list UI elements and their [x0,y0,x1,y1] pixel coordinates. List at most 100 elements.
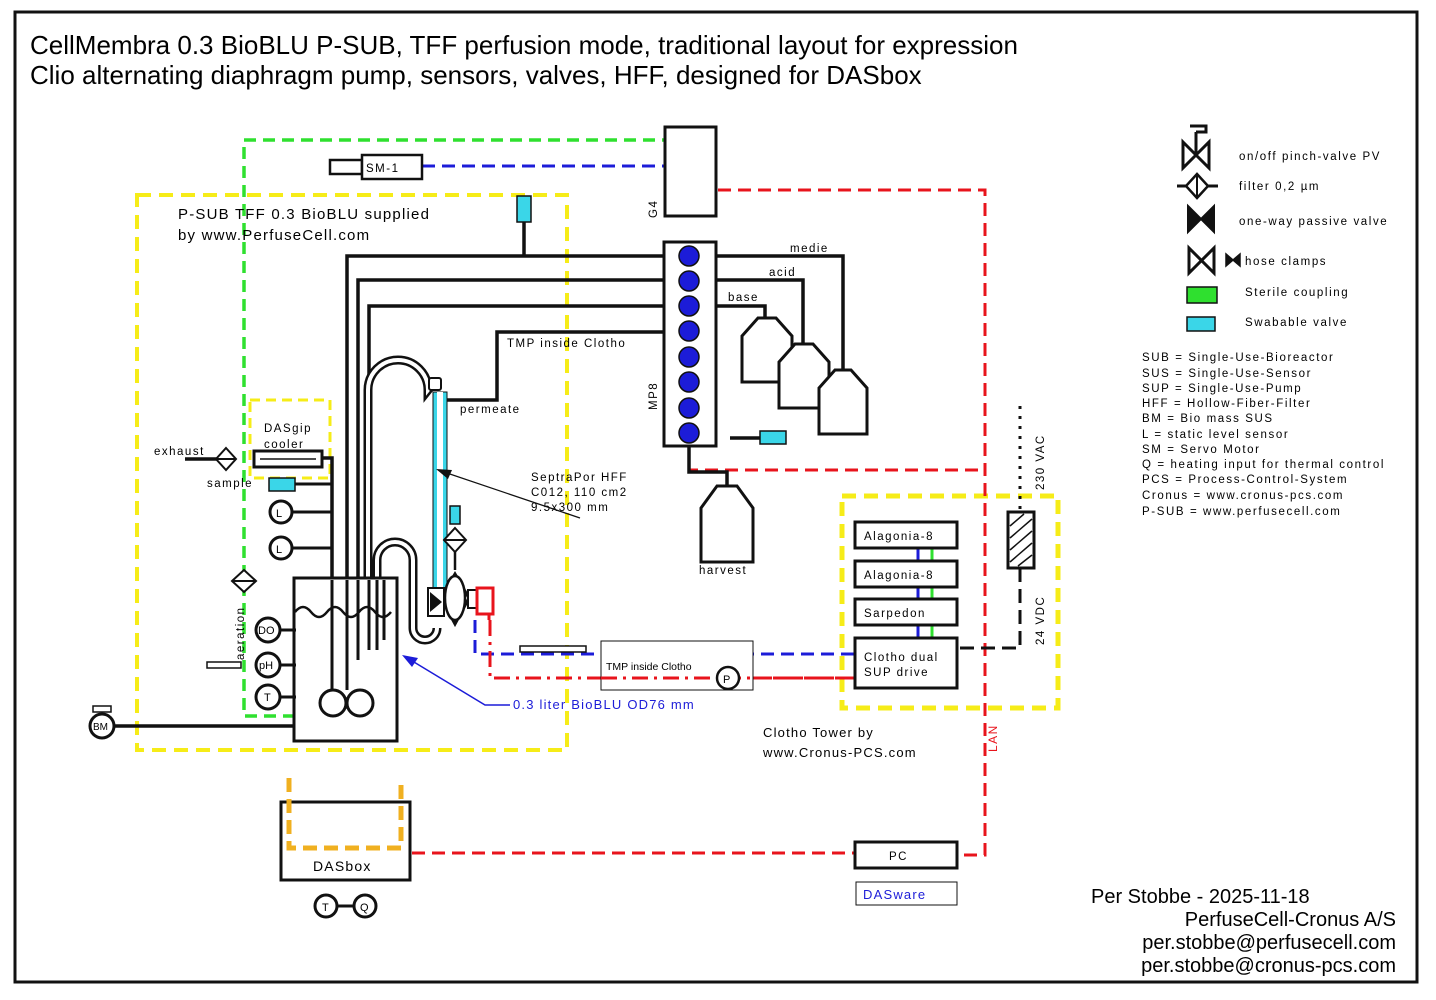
hff-top-cap [428,377,442,391]
psub-zone [135,193,569,752]
clotho-box [853,636,959,690]
hff-label-2: C012, 110 cm2 [531,487,628,499]
vac-label: 230 VAC [1035,434,1047,490]
alagonia-1-box [853,520,959,550]
abbrev-item: SUB = Single-Use-Bioreactor [1142,352,1334,364]
bottom-q-label: Q [360,902,369,914]
abbrev-item: P-SUB = www.perfusecell.com [1142,506,1341,518]
swabable-valve-top [516,195,532,223]
sm1-box [360,153,424,181]
aeration-label: aeration [235,606,247,660]
medie-label: medie [790,243,829,255]
dasware-box [855,881,958,906]
legend-filter: filter 0,2 µm [1239,181,1320,193]
permeate-label: permeate [460,404,521,416]
hff-label-3: 9.5x300 mm [531,502,609,514]
g4-label: G4 [648,200,660,218]
dasware-label: DASware [863,887,926,902]
hose-clamp-icon [1187,244,1241,277]
legend-pinch-valve: on/off pinch-valve PV [1239,151,1381,163]
alagonia-2-label: Alagonia-8 [864,570,934,582]
tubing [114,220,845,728]
hff-lumen [437,392,443,592]
abbrev-item: PCS = Process-Control-System [1142,474,1348,486]
vdc-label: 24 VDC [1035,596,1047,645]
tmp-p-label: P [723,674,730,686]
sensor-l2-label: L [276,544,282,556]
psub-label-2: by www.PerfuseCell.com [178,227,370,244]
psu-hatch [1009,513,1033,567]
legend-sterile-coupling: Sterile coupling [1245,287,1349,299]
pinch-valve-icon [1181,124,1211,172]
mp8-valves [678,245,700,444]
title-line-2: Clio alternating diaphragm pump, sensors… [30,60,922,90]
sensor-ph-label: pH [259,660,273,672]
acid-label: acid [769,267,796,279]
sample-label: sample [207,478,253,490]
abbrev-item: SM = Servo Motor [1142,444,1261,456]
vessel-sensors [254,616,296,711]
hff-label-1: SeptraPor HFF [531,472,628,484]
legend-hose-clamps: hose clamps [1245,256,1327,268]
pump-loop-inner [375,540,439,642]
tower-label-2: www.Cronus-PCS.com [762,745,917,760]
vessel-dip-tubes [330,580,386,690]
bottom-t-label: T [322,902,329,914]
abbrev-item: BM = Bio mass SUS [1142,413,1274,425]
abbrev-item: SUS = Single-Use-Sensor [1142,368,1312,380]
signature-email-1: per.stobbe@perfusecell.com [1142,932,1396,954]
cooler-label-1: DASgip [264,423,312,435]
filter-icon [1177,172,1218,200]
pc-label: PC [889,851,908,863]
one-way-valve-icon [1187,203,1215,235]
tmp-inside-label: TMP inside Clotho [507,338,626,350]
page-frame [13,10,1419,984]
harvest-bottle [699,484,755,564]
legend-one-way: one-way passive valve [1239,216,1388,228]
sensor-do-label: DO [258,625,275,637]
dasbox-vessel-outline [286,778,404,851]
alagonia-2-box [853,559,959,589]
hff-arrowhead [436,469,452,479]
g4-box [663,125,718,218]
clotho-label-2: SUP drive [864,667,929,679]
sterile-coupling-icon [1186,286,1218,304]
harvest-swabable-valve [759,430,787,445]
clio-pump [427,505,495,628]
signature-email-2: per.stobbe@cronus-pcs.com [1141,955,1396,977]
sarpedon-box [853,597,959,627]
signature-author: Per Stobbe - 2025-11-18 [1091,886,1310,908]
sensor-t-label: T [264,692,271,704]
abbrev-item: SUP = Single-Use-Pump [1142,383,1302,395]
aeration-coupling [206,661,242,669]
swabable-valve-icon [1186,316,1216,332]
reagent-bottles [740,316,869,436]
sarpedon-label: Sarpedon [864,608,926,620]
abbrev-item: L = static level sensor [1142,429,1289,441]
sensor-l1-label: L [276,508,282,520]
mp8-label: MP8 [648,382,660,410]
cooler-label-2: cooler [264,439,304,451]
vdc-line [958,568,1022,650]
bioblu-arrowhead [402,655,418,667]
tmp-box-label: TMP inside Clotho [606,661,692,673]
abbrev-item: HFF = Hollow-Fiber-Filter [1142,398,1311,410]
bm-cap [92,705,112,713]
bm-sensor [88,712,116,740]
hff-return-loop-inner [366,358,438,580]
dasbox-box [279,800,412,882]
abbrev-item: Q = heating input for thermal control [1142,459,1385,471]
abbrev-item: Cronus = www.cronus-pcs.com [1142,490,1344,502]
tmp-coupling [519,645,587,653]
base-label: base [728,292,759,304]
tower-label-1: Clotho Tower by [763,725,874,740]
bioblu-pointer [403,655,510,706]
bm-label: BM [93,722,108,733]
harvest-label: harvest [699,565,747,577]
tmp-sensor [715,665,741,691]
hff-pointer [437,469,581,519]
alagonia-1-label: Alagonia-8 [864,531,934,543]
lan-label: LAN [986,724,1000,752]
bioblu-label: 0.3 liter BioBLU OD76 mm [513,697,695,712]
